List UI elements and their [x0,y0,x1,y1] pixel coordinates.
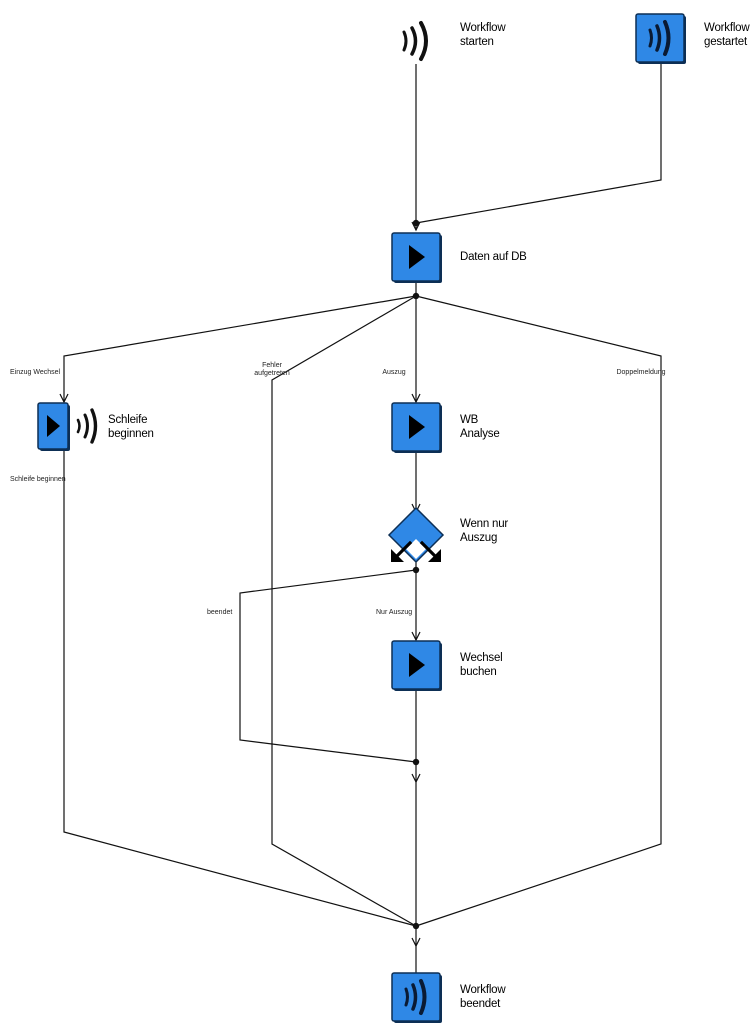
edge-fehler [271,295,417,927]
signal-icon[interactable] [391,972,442,1023]
label-line: Wenn nur [460,518,509,530]
edge-label-nur-auszug: Nur Auszug [376,609,413,616]
edge-label-einzug-wechsel: Einzug Wechsel [10,369,61,376]
node-label-workflow-starten: Workflow starten [460,21,506,49]
edge-schleife [63,448,417,927]
junction-dot [412,922,420,930]
play-icon[interactable] [391,640,442,691]
play-icon[interactable] [391,402,442,453]
signal-icon[interactable] [402,21,428,61]
node-label-workflow-gestartet: Workflow gestartet [704,21,750,49]
junction-dot [412,758,420,766]
node-label-schleife-beginnen: Schleife beginnen [108,413,154,441]
node-label-daten-auf-db: Daten auf DB [460,250,527,264]
edge-label-schleife-beginnen: Schleife beginnen [10,476,66,483]
label-line: Workflow [460,22,506,34]
label-line: starten [460,36,494,48]
edge-label-line: aufgetreten [254,370,290,377]
node-label-wenn-nur-auszug: Wenn nur Auszug [460,517,508,545]
edge-beendet [239,569,417,763]
label-line: Auszug [460,532,498,544]
label-line: WB [460,414,479,426]
edge-label-doppelmeldung: Doppelmeldung [616,369,666,376]
arrow-head [411,393,421,404]
junction-dot [412,566,420,574]
label-line: gestartet [704,36,747,48]
label-line: Workflow [704,22,750,34]
edge-einzug [63,295,417,402]
arrow-head [411,937,421,948]
node-label-workflow-beendet: Workflow beendet [460,983,506,1011]
junction-dot [412,219,420,227]
edge-label-line: Fehler [262,362,282,369]
decision-icon[interactable] [387,506,445,564]
node-label-wb-analyse: WB Analyse [460,413,500,441]
label-line: Schleife [108,414,148,426]
junction-dot [412,292,420,300]
play-signal-icon[interactable] [37,402,98,451]
label-line: buchen [460,666,497,678]
edge-label-beendet: beendet [207,609,233,616]
edge-label-fehler: Fehler aufgetreten [254,362,289,378]
edge-label-auszug: Auszug [382,369,406,376]
arrow-head [411,631,421,642]
arrow-head [411,773,421,784]
label-line: Daten auf DB [460,251,527,263]
edge-doppel [415,295,662,927]
edge-started-daten [415,62,662,224]
node-label-wechsel-buchen: Wechsel buchen [460,651,503,679]
label-line: Wechsel [460,652,503,664]
arrow-head [59,393,69,404]
label-line: beginnen [108,428,154,440]
label-line: Workflow [460,984,506,996]
label-line: Analyse [460,428,500,440]
signal-icon[interactable] [635,13,686,64]
play-icon[interactable] [391,232,442,283]
label-line: beendet [460,998,501,1010]
